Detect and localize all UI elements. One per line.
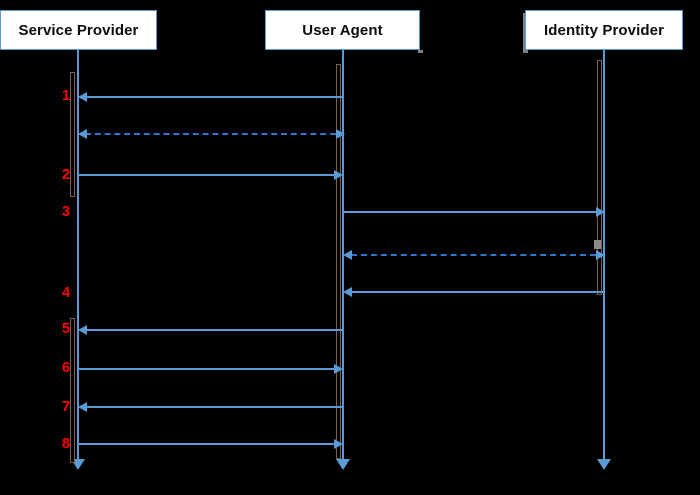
step-number-7: 7 [61, 398, 71, 415]
step-number-4: 4 [61, 284, 71, 301]
message-arrowhead-3 [334, 170, 343, 180]
message-arrow-5[interactable] [351, 254, 596, 256]
step-number-8: 8 [61, 435, 71, 452]
message-arrow-2[interactable] [85, 133, 336, 135]
message-arrow-8[interactable] [78, 368, 336, 370]
step-number-1: 1 [61, 87, 71, 104]
lifeline-arrow-service-provider [71, 459, 85, 470]
step-number-5: 5 [61, 320, 71, 337]
message-arrow-6[interactable] [351, 291, 604, 293]
message-arrow-3[interactable] [78, 174, 336, 176]
message-arrow-1[interactable] [85, 96, 343, 98]
message-arrow-7[interactable] [85, 329, 343, 331]
message-arrowhead-2-left [78, 129, 87, 139]
actor-box-service-provider[interactable]: Service Provider [0, 10, 157, 50]
message-arrow-4[interactable] [343, 211, 598, 213]
message-arrowhead-5-right [596, 250, 605, 260]
message-arrow-9[interactable] [85, 406, 343, 408]
decor-tick-idp-return [594, 240, 601, 249]
activation-bar-sp-2 [70, 318, 75, 463]
lifeline-service-provider [77, 50, 79, 459]
actor-label-user-agent: User Agent [302, 21, 383, 39]
lifeline-arrow-user-agent [336, 459, 350, 470]
message-arrow-10[interactable] [78, 443, 336, 445]
step-number-3: 3 [61, 203, 71, 220]
step-number-2: 2 [61, 166, 71, 183]
message-arrowhead-6 [343, 287, 352, 297]
activation-bar-sp-1 [70, 72, 75, 197]
message-arrowhead-5-left [343, 250, 352, 260]
message-arrowhead-10 [334, 439, 343, 449]
message-arrowhead-1 [78, 92, 87, 102]
actor-label-identity-provider: Identity Provider [543, 21, 665, 39]
message-arrowhead-2-right [336, 129, 345, 139]
actor-box-identity-provider[interactable]: Identity Provider [525, 10, 683, 50]
activation-bar-ua-1 [336, 64, 341, 459]
actor-box-user-agent[interactable]: User Agent [265, 10, 420, 50]
message-arrowhead-8 [334, 364, 343, 374]
message-arrowhead-9 [78, 402, 87, 412]
message-arrowhead-7 [78, 325, 87, 335]
message-arrowhead-4 [596, 207, 605, 217]
actor-shadow-ua [418, 50, 423, 53]
actor-label-service-provider: Service Provider [18, 21, 139, 39]
activation-bar-idp-1 [597, 60, 602, 295]
step-number-6: 6 [61, 359, 71, 376]
lifeline-arrow-identity-provider [597, 459, 611, 470]
